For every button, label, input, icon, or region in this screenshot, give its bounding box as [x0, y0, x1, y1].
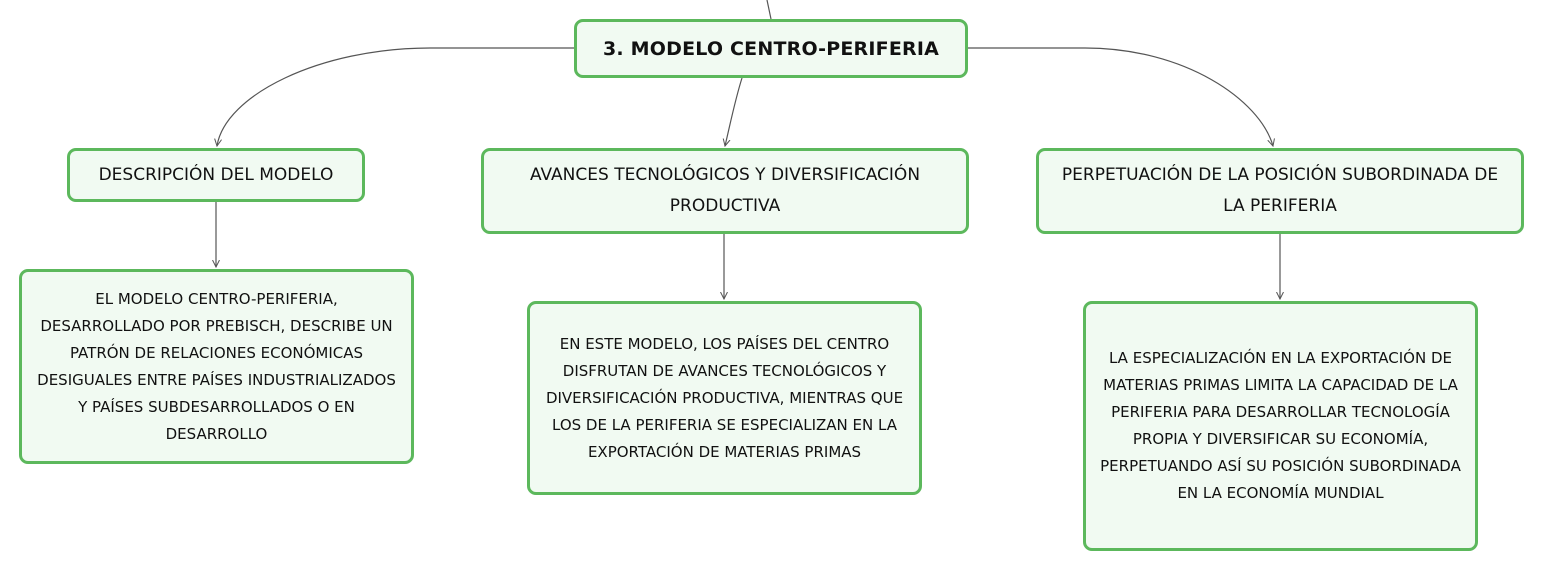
- detail-text: EN ESTE MODELO, LOS PAÍSES DEL CENTRO DI…: [545, 334, 904, 461]
- detail-text: EL MODELO CENTRO-PERIFERIA, DESARROLLADO…: [37, 289, 396, 443]
- central-topic-label: 3. MODELO CENTRO-PERIFERIA: [602, 37, 940, 60]
- topic-node-avances[interactable]: AVANCES TECNOLÓGICOS Y DIVERSIFICACIÓN P…: [481, 148, 969, 234]
- detail-text: LA ESPECIALIZACIÓN EN LA EXPORTACIÓN DE …: [1100, 349, 1461, 502]
- connector-parent-to-root: [766, 0, 772, 20]
- detail-node-perpetuacion[interactable]: LA ESPECIALIZACIÓN EN LA EXPORTACIÓN DE …: [1083, 301, 1478, 551]
- central-topic-node[interactable]: 3. MODELO CENTRO-PERIFERIA: [574, 19, 968, 78]
- detail-node-descripcion[interactable]: EL MODELO CENTRO-PERIFERIA, DESARROLLADO…: [19, 269, 414, 464]
- topic-label: AVANCES TECNOLÓGICOS Y DIVERSIFICACIÓN P…: [529, 165, 921, 216]
- topic-node-descripcion[interactable]: DESCRIPCIÓN DEL MODELO: [67, 148, 365, 202]
- topic-node-perpetuacion[interactable]: PERPETUACIÓN DE LA POSICIÓN SUBORDINADA …: [1036, 148, 1524, 234]
- detail-node-avances[interactable]: EN ESTE MODELO, LOS PAÍSES DEL CENTRO DI…: [527, 301, 922, 495]
- connector-root-to-topic-1: [217, 47, 574, 146]
- connector-root-to-topic-3: [968, 47, 1273, 146]
- topic-label: PERPETUACIÓN DE LA POSICIÓN SUBORDINADA …: [1061, 165, 1499, 216]
- connector-root-to-topic-2: [725, 77, 743, 146]
- topic-label: DESCRIPCIÓN DEL MODELO: [98, 164, 334, 185]
